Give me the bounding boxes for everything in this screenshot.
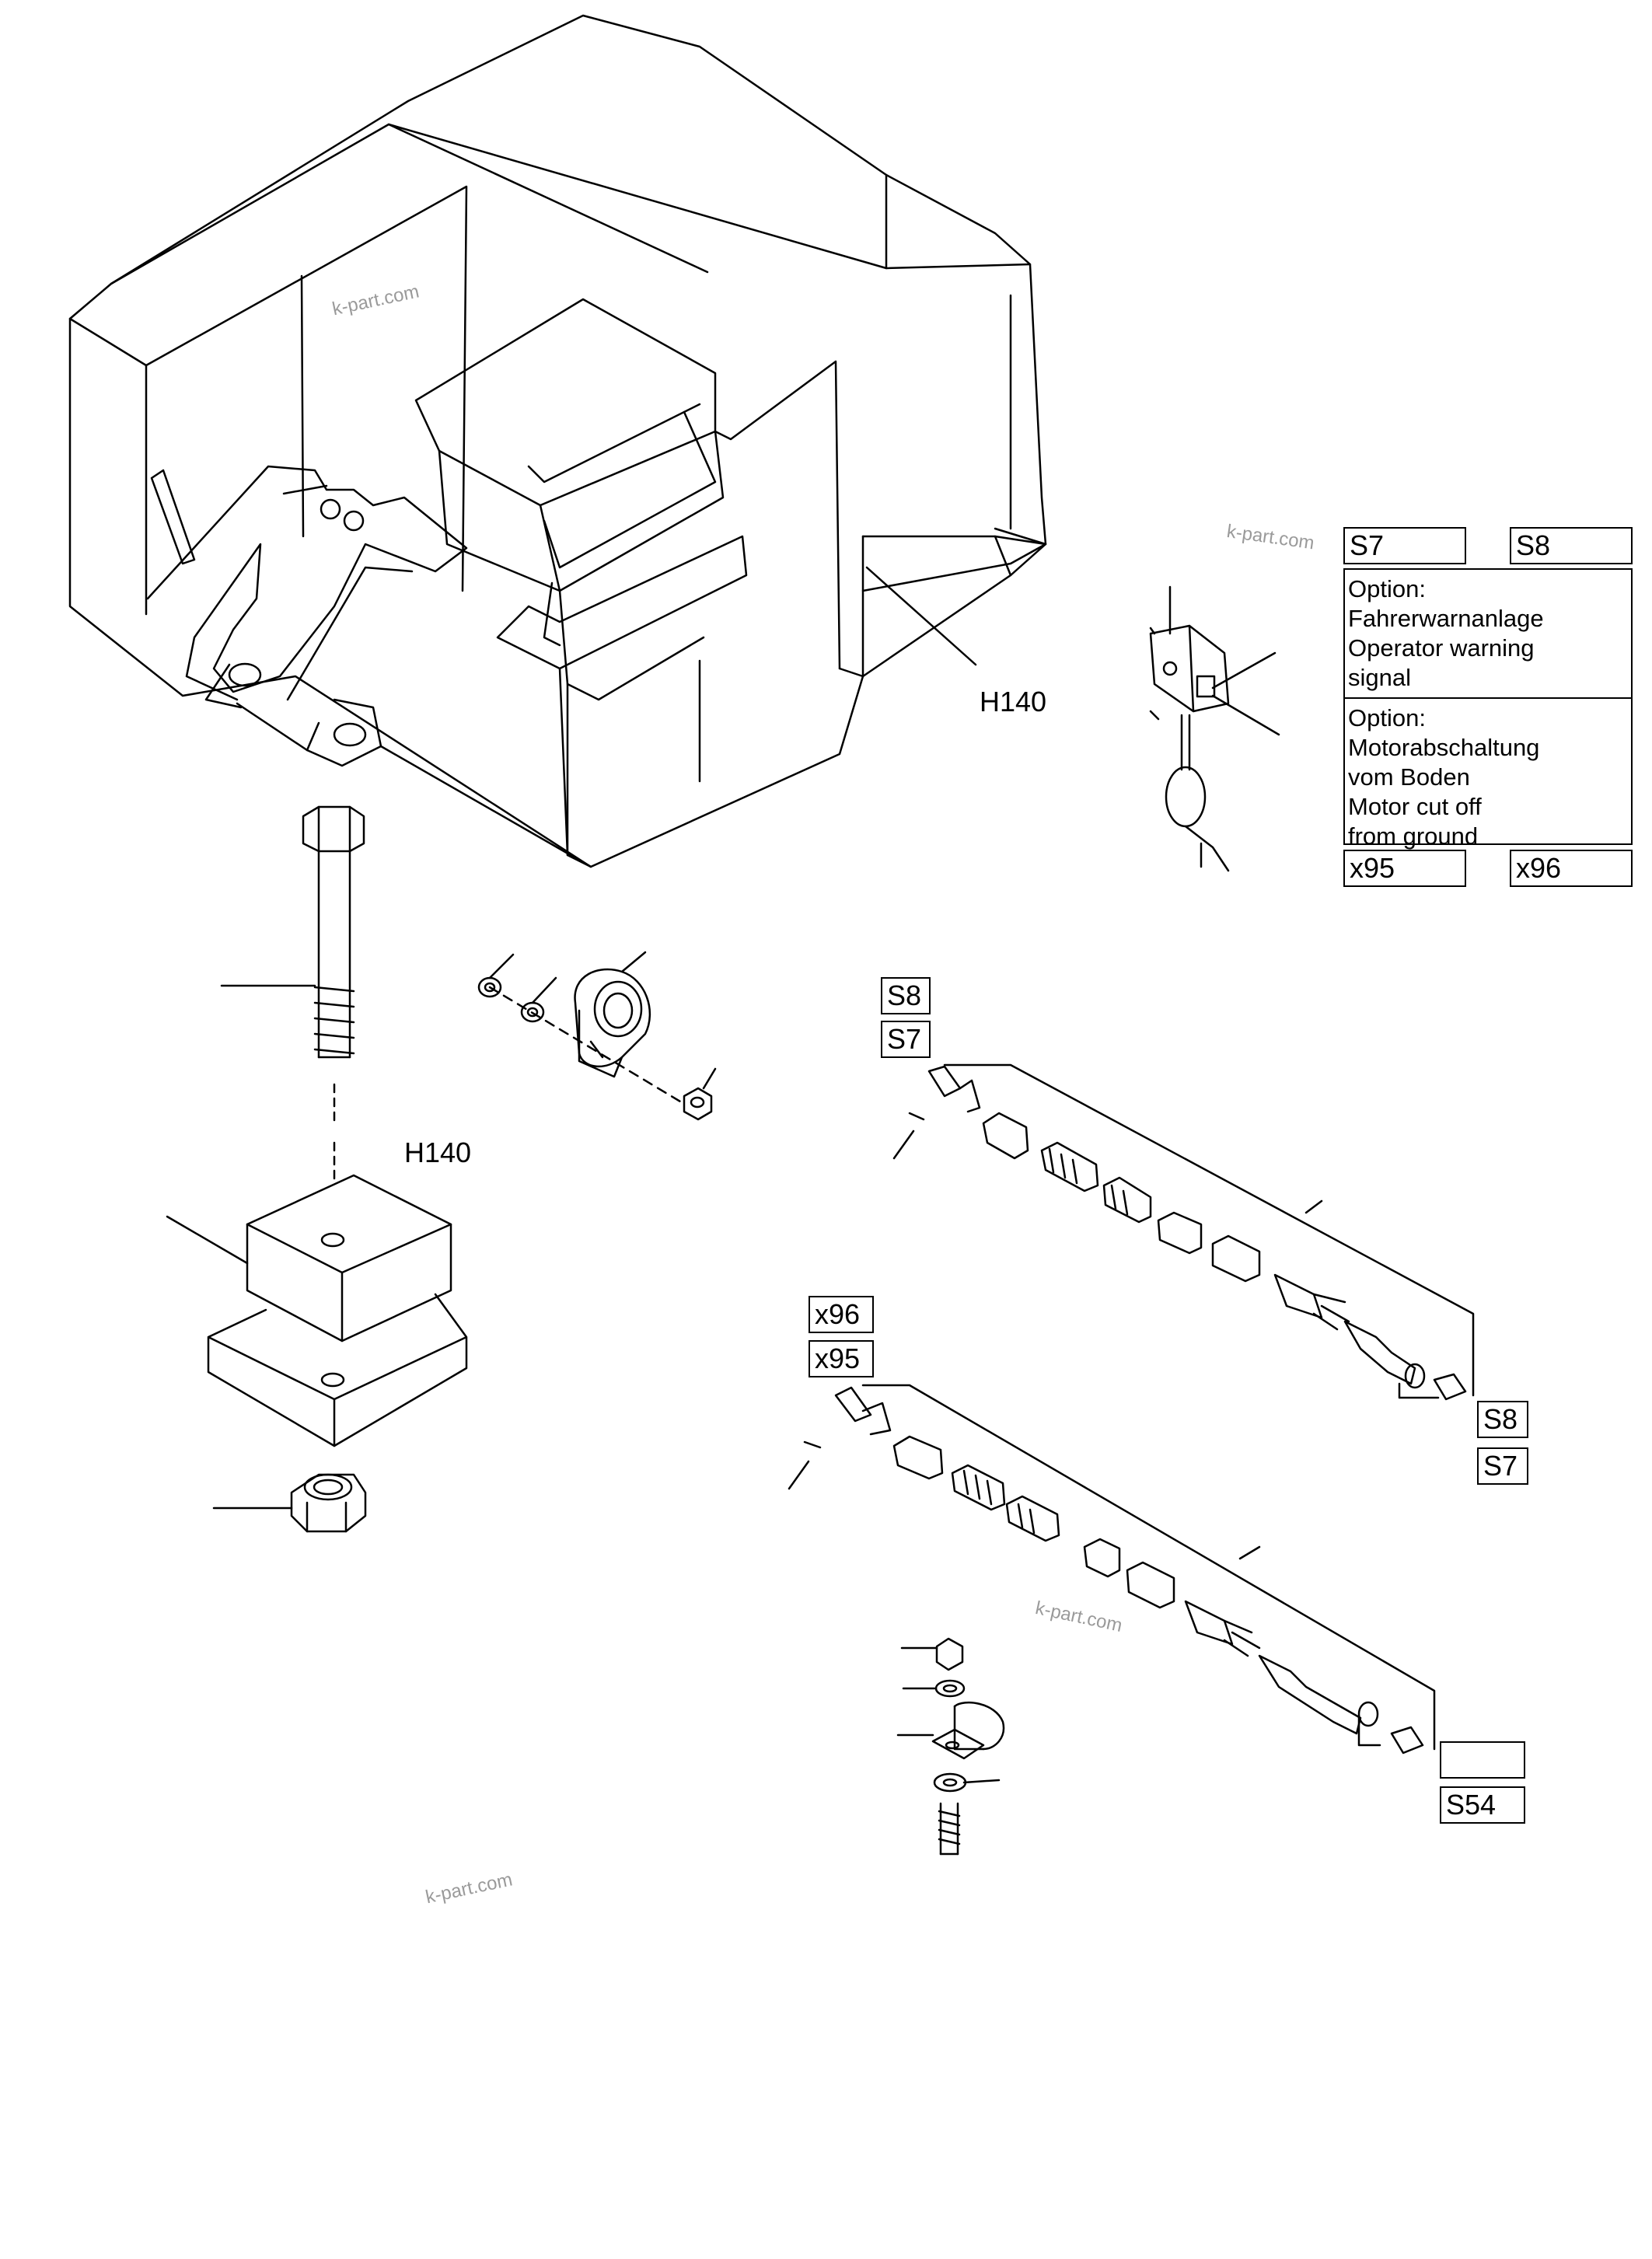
ref-box-s8-top: S8 xyxy=(1510,527,1633,564)
option-cutoff-panel: Option: Motorabschaltung vom Boden Motor… xyxy=(1343,697,1633,850)
cable-harness-lower xyxy=(788,1384,1436,1754)
h140-label-top: H140 xyxy=(980,686,1047,718)
ref-box-s8-end: S8 xyxy=(1477,1401,1528,1438)
h140-label-mid: H140 xyxy=(404,1136,472,1168)
long-bolt xyxy=(220,805,365,1183)
ref-box-s7-end: S7 xyxy=(1477,1447,1528,1485)
ref-box-x95-lower: x95 xyxy=(809,1340,874,1377)
ref-box-blank xyxy=(1440,1741,1525,1779)
ref-box-s7-top: S7 xyxy=(1343,527,1466,564)
cable-harness-upper xyxy=(892,1063,1475,1401)
lock-nut xyxy=(212,1473,367,1533)
ref-box-s54: S54 xyxy=(1440,1786,1525,1824)
ref-box-s8-upper: S8 xyxy=(881,977,931,1014)
rubber-mount-blocks xyxy=(166,1174,468,1447)
ref-box-x96-lower: x96 xyxy=(809,1296,874,1333)
ref-box-x96-top: x96 xyxy=(1510,850,1633,887)
ref-box-x95-top: x95 xyxy=(1343,850,1466,887)
warning-switch-part xyxy=(1149,585,1280,872)
clamp-bolt-set xyxy=(896,1637,1005,1856)
h140-leader-top xyxy=(865,566,977,666)
grommet-assembly xyxy=(477,951,717,1121)
option-warning-panel: Option: Fahrerwarnanlage Operator warnin… xyxy=(1343,568,1633,700)
ref-box-s7-upper: S7 xyxy=(881,1021,931,1058)
machine-body xyxy=(68,14,1047,868)
